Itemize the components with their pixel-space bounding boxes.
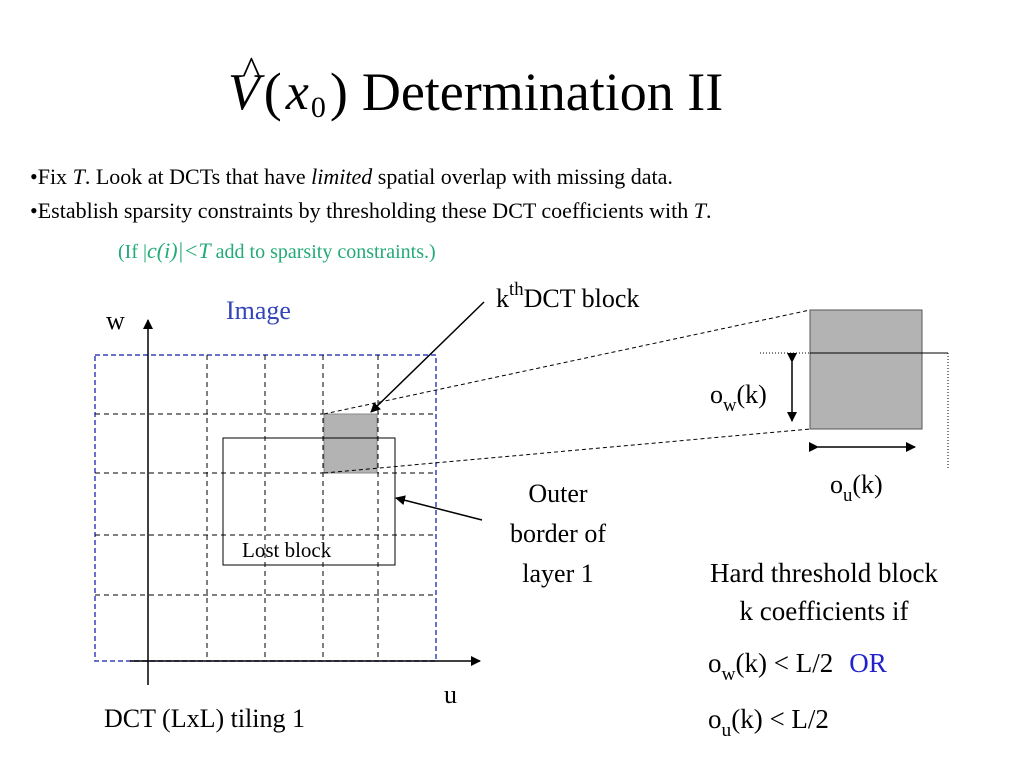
zoom-line-bottom xyxy=(323,428,811,474)
kth-rest: DCT block xyxy=(523,284,640,313)
cond1-o: o xyxy=(708,648,722,678)
ou-o: o xyxy=(830,470,843,499)
w-axis-label: w xyxy=(106,306,125,335)
formula-hat: ^ xyxy=(242,47,261,93)
kth-dct-label: kthDCT block xyxy=(496,281,640,314)
lost-block-label: Lost block xyxy=(242,538,332,562)
threshold-cond-1: ow(k) < L/2 OR xyxy=(708,648,887,684)
cond1-sub: w xyxy=(721,664,736,686)
threshold-cond-2: ou(k) < L/2 xyxy=(708,704,829,740)
zoomed-block xyxy=(809,309,923,430)
kth-arrow xyxy=(370,301,485,413)
threshold-text: Hard threshold block k coefficients if xyxy=(660,554,988,630)
formula-rparen: ) xyxy=(329,62,348,122)
ow-k: (k) xyxy=(736,380,767,409)
ow-sub: w xyxy=(723,394,737,416)
note-post: add to sparsity constraints.) xyxy=(210,241,436,263)
dct-grid xyxy=(95,355,436,661)
u-axis-label: u xyxy=(444,680,457,709)
note-t: T xyxy=(198,238,211,263)
formula-lparen: ( xyxy=(263,62,282,122)
title-text: Determination II xyxy=(361,62,724,122)
note-pre: (If | xyxy=(118,241,147,263)
cond2-sub: u xyxy=(721,720,732,742)
formula-subscript: 0 xyxy=(310,91,326,124)
bullet-2-t: T xyxy=(693,198,706,223)
bullet-2-pre: •Establish sparsity constraints by thres… xyxy=(30,198,694,223)
or-label: OR xyxy=(849,648,887,678)
bullet-1-pre: •Fix xyxy=(30,164,73,189)
bullet-1-limited: limited xyxy=(311,164,373,189)
note-ci: c(i) xyxy=(146,238,178,263)
ou-label: ou(k) xyxy=(830,470,883,505)
threshold-line-2: k coefficients if xyxy=(739,596,909,626)
outer-border-label: Outer border of layer 1 xyxy=(478,474,638,594)
tiling-label: DCT (LxL) tiling 1 xyxy=(104,704,306,733)
bullet-2: •Establish sparsity constraints by thres… xyxy=(30,198,712,224)
note-mid: |< xyxy=(177,238,199,263)
outer-border-line-3: layer 1 xyxy=(522,559,594,588)
bullet-1-post: spatial overlap with missing data. xyxy=(372,164,673,189)
ow-label: ow(k) xyxy=(710,380,767,415)
title-formula: V ^ ( x 0 ) xyxy=(228,48,352,125)
sparsity-note: (If |c(i)|<T add to sparsity constraints… xyxy=(118,238,436,264)
outer-border-rect xyxy=(222,437,396,566)
ow-o: o xyxy=(710,380,723,409)
formula-x: x xyxy=(285,63,309,121)
cond2-rest: (k) < L/2 xyxy=(731,704,829,734)
slide-title: V ^ ( x 0 ) Determination II xyxy=(228,48,724,132)
zoom-line-top xyxy=(323,309,811,415)
bullet-1-mid: . Look at DCTs that have xyxy=(84,164,312,189)
outer-border-line-1: Outer xyxy=(528,479,588,508)
image-label: Image xyxy=(226,296,291,325)
v-hat: V ^ xyxy=(228,48,261,122)
cond1-rest: (k) < L/2 xyxy=(735,648,834,678)
outer-border-arrow xyxy=(395,495,483,521)
bullet-2-post: . xyxy=(706,198,712,223)
ou-k: (k) xyxy=(852,470,883,499)
kth-sup: th xyxy=(509,279,524,301)
outer-border-line-2: border of xyxy=(509,519,606,548)
ou-sub: u xyxy=(843,484,853,506)
kth-dct-block xyxy=(323,413,378,474)
cond2-o: o xyxy=(708,704,722,734)
bullet-1-t: T xyxy=(72,164,85,189)
bullet-1: •Fix T. Look at DCTs that have limited s… xyxy=(30,164,673,190)
threshold-line-1: Hard threshold block xyxy=(710,558,938,588)
formula-v: V xyxy=(228,63,260,121)
kth-k: k xyxy=(496,284,509,313)
